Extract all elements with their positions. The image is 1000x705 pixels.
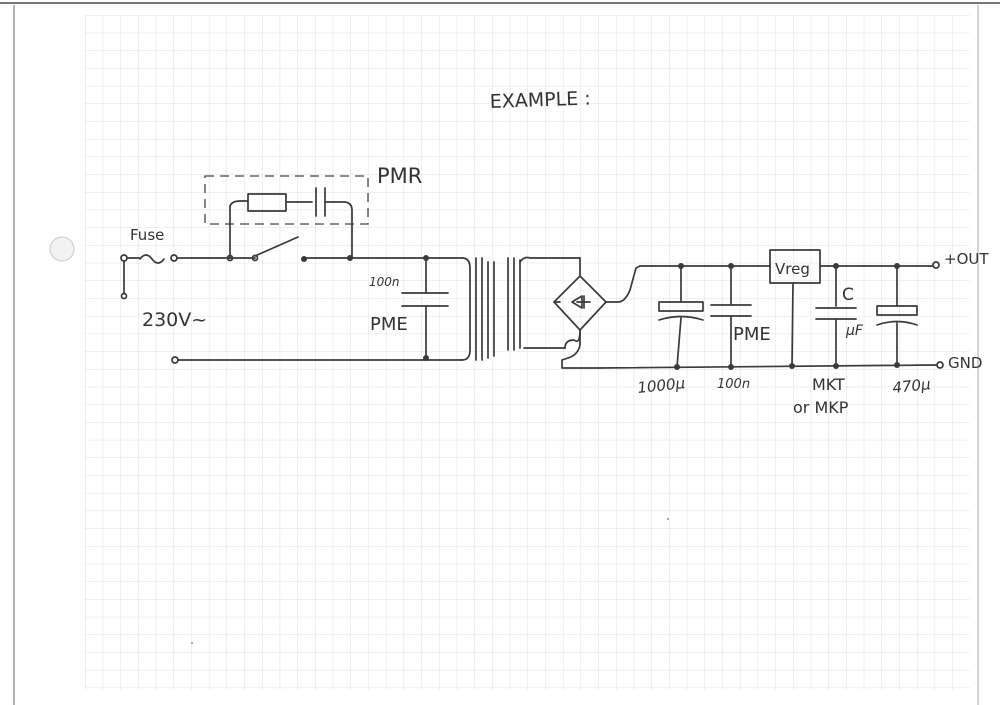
vreg-label: Vreg <box>775 260 810 278</box>
primary-x-capacitor <box>401 257 449 359</box>
cap4-value: 470μ <box>892 375 932 397</box>
grid-paper <box>85 15 970 690</box>
cap2-value: 100n <box>717 377 750 392</box>
capacitor-100n <box>710 265 752 368</box>
transformer <box>461 256 581 361</box>
pmr-snubber <box>204 175 369 259</box>
primary-cap-type: PME <box>370 314 408 335</box>
mains-switch[interactable] <box>254 236 299 257</box>
secondary-cap-type: PME <box>733 324 771 345</box>
paper-speck <box>667 518 669 520</box>
capacitor-c <box>815 265 857 367</box>
capacitor-470u <box>876 265 918 366</box>
gnd-label: GND <box>948 354 982 372</box>
cap1-value: 1000μ <box>637 374 686 397</box>
fuse-label: Fuse <box>130 226 164 244</box>
cap-c-value: μF <box>845 323 864 339</box>
voltage-regulator <box>769 249 821 367</box>
out-label: +OUT <box>944 250 989 268</box>
primary-cap-value: 100n <box>369 275 400 289</box>
mains-voltage-label: 230V~ <box>142 309 207 331</box>
punch-hole <box>49 236 75 262</box>
cap-c-label: C <box>842 285 854 305</box>
mkt-label: MKT <box>812 375 845 394</box>
bridge-rectifier <box>553 257 641 369</box>
mkp-label: or MKP <box>793 398 849 417</box>
pmr-label: PMR <box>377 164 422 188</box>
title-label: EXAMPLE : <box>489 87 591 113</box>
pmr-dashed-box <box>204 175 369 225</box>
paper-speck <box>191 642 193 644</box>
capacitor-1000u <box>658 265 704 368</box>
